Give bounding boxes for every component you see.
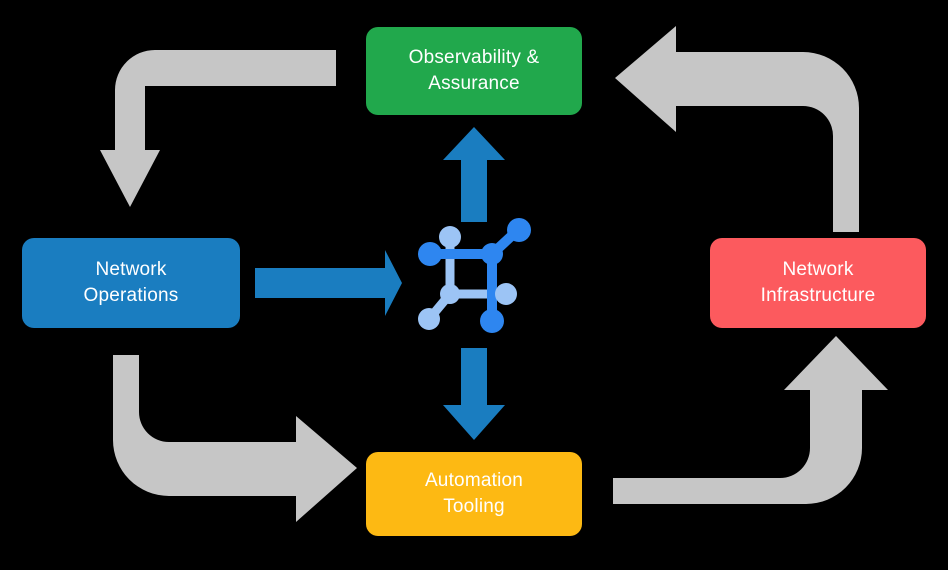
arrow-automation-to-infrastructure xyxy=(613,336,888,504)
network-topology-icon xyxy=(418,218,531,333)
arrow-center-to-observability xyxy=(443,127,505,222)
node-automation-tooling[interactable]: Automation Tooling xyxy=(366,452,582,536)
arrow-observability-to-ops-body xyxy=(117,61,336,152)
node-network-operations[interactable]: Network Operations xyxy=(22,238,240,328)
arrow-ops-to-automation xyxy=(113,355,357,522)
arrow-center-to-automation xyxy=(443,348,505,440)
arrow-infrastructure-to-observability xyxy=(615,26,859,232)
icon-light-nodes xyxy=(418,226,517,330)
node-network-infrastructure[interactable]: Network Infrastructure xyxy=(710,238,926,328)
node-observability-assurance[interactable]: Observability & Assurance xyxy=(366,27,582,115)
arrow-ops-to-center xyxy=(255,250,402,316)
icon-bright-nodes xyxy=(418,218,531,333)
arrow-observability-to-ops xyxy=(100,50,336,207)
